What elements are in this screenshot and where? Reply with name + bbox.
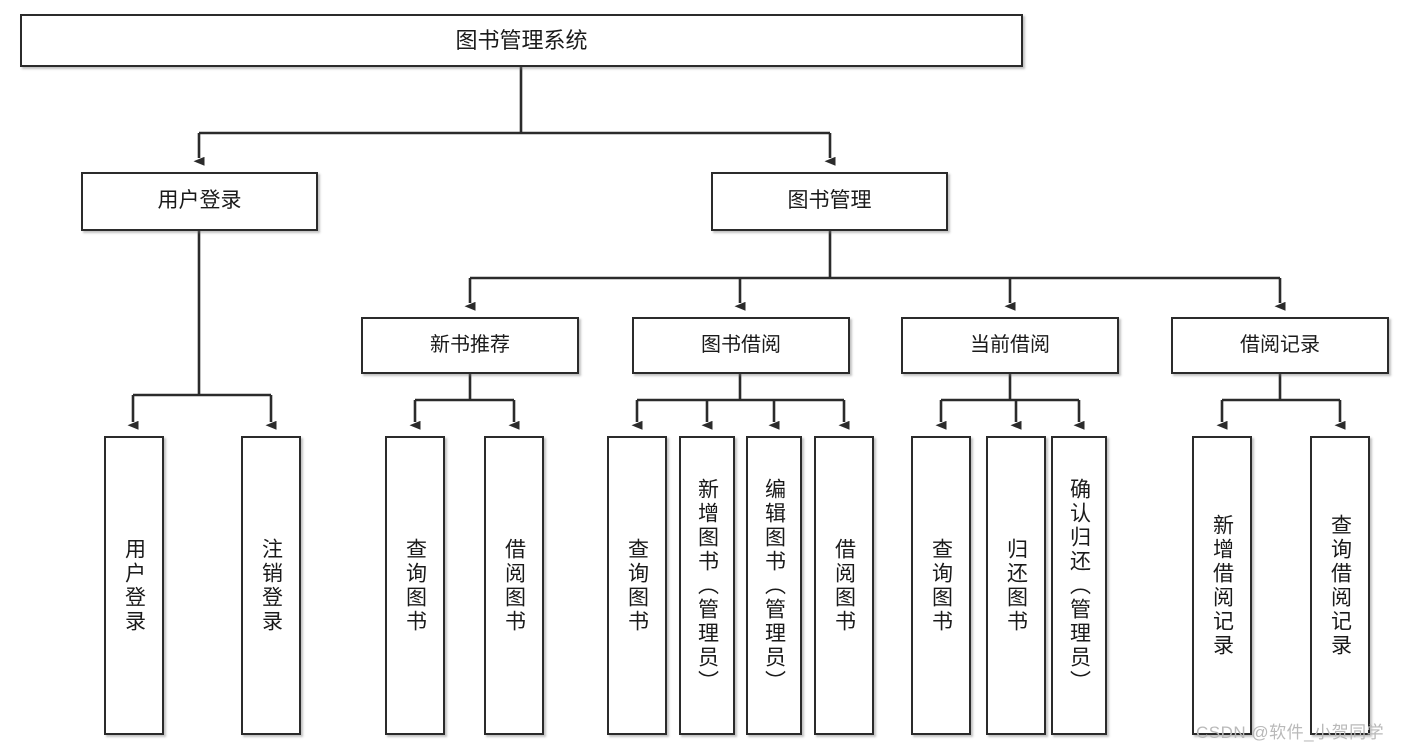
node-leaf-borrow-book-2-label: 借阅图书 — [832, 537, 856, 634]
csdn-watermark: CSDN @软件_小贺同学 — [1196, 723, 1385, 742]
node-user-login[interactable]: 用户登录 — [81, 172, 318, 231]
node-new-book-recommend-label: 新书推荐 — [430, 333, 510, 356]
node-leaf-query-book-3[interactable]: 查询图书 — [911, 436, 971, 735]
node-book-management-label: 图书管理 — [787, 189, 872, 213]
node-leaf-borrow-book-1-label: 借阅图书 — [502, 537, 526, 634]
node-root-system-label: 图书管理系统 — [455, 27, 588, 53]
node-leaf-logout-login-label: 注销登录 — [259, 537, 283, 634]
node-leaf-query-borrow-record-label: 查询借阅记录 — [1328, 513, 1352, 658]
node-book-borrow[interactable]: 图书借阅 — [632, 317, 850, 374]
node-book-management[interactable]: 图书管理 — [711, 172, 948, 231]
node-leaf-edit-book-label: 编辑图书（管理员） — [762, 477, 786, 694]
node-leaf-query-book-1-label: 查询图书 — [403, 537, 427, 634]
node-leaf-query-book-1[interactable]: 查询图书 — [385, 436, 445, 735]
node-book-borrow-label: 图书借阅 — [701, 333, 781, 356]
node-leaf-query-book-3-label: 查询图书 — [929, 537, 953, 634]
node-leaf-edit-book[interactable]: 编辑图书（管理员） — [746, 436, 802, 735]
node-new-book-recommend[interactable]: 新书推荐 — [361, 317, 579, 374]
node-leaf-query-borrow-record[interactable]: 查询借阅记录 — [1310, 436, 1370, 735]
node-leaf-logout-login[interactable]: 注销登录 — [241, 436, 301, 735]
node-leaf-borrow-book-1[interactable]: 借阅图书 — [484, 436, 544, 735]
node-leaf-return-book-label: 归还图书 — [1004, 537, 1028, 634]
node-leaf-user-login[interactable]: 用户登录 — [104, 436, 164, 735]
node-leaf-add-book-label: 新增图书（管理员） — [695, 477, 719, 694]
node-user-login-label: 用户登录 — [157, 189, 242, 213]
node-leaf-confirm-return-label: 确认归还（管理员） — [1067, 477, 1091, 694]
node-borrow-record-label: 借阅记录 — [1240, 333, 1320, 356]
node-leaf-query-book-2[interactable]: 查询图书 — [607, 436, 667, 735]
node-leaf-return-book[interactable]: 归还图书 — [986, 436, 1046, 735]
node-leaf-user-login-label: 用户登录 — [122, 537, 146, 634]
node-borrow-record[interactable]: 借阅记录 — [1171, 317, 1389, 374]
node-current-borrow-label: 当前借阅 — [970, 333, 1050, 356]
node-leaf-confirm-return[interactable]: 确认归还（管理员） — [1051, 436, 1107, 735]
node-leaf-add-borrow-record-label: 新增借阅记录 — [1210, 513, 1234, 658]
node-leaf-add-book[interactable]: 新增图书（管理员） — [679, 436, 735, 735]
node-current-borrow[interactable]: 当前借阅 — [901, 317, 1119, 374]
node-leaf-borrow-book-2[interactable]: 借阅图书 — [814, 436, 874, 735]
node-root-system[interactable]: 图书管理系统 — [20, 14, 1023, 67]
node-leaf-query-book-2-label: 查询图书 — [625, 537, 649, 634]
node-leaf-add-borrow-record[interactable]: 新增借阅记录 — [1192, 436, 1252, 735]
